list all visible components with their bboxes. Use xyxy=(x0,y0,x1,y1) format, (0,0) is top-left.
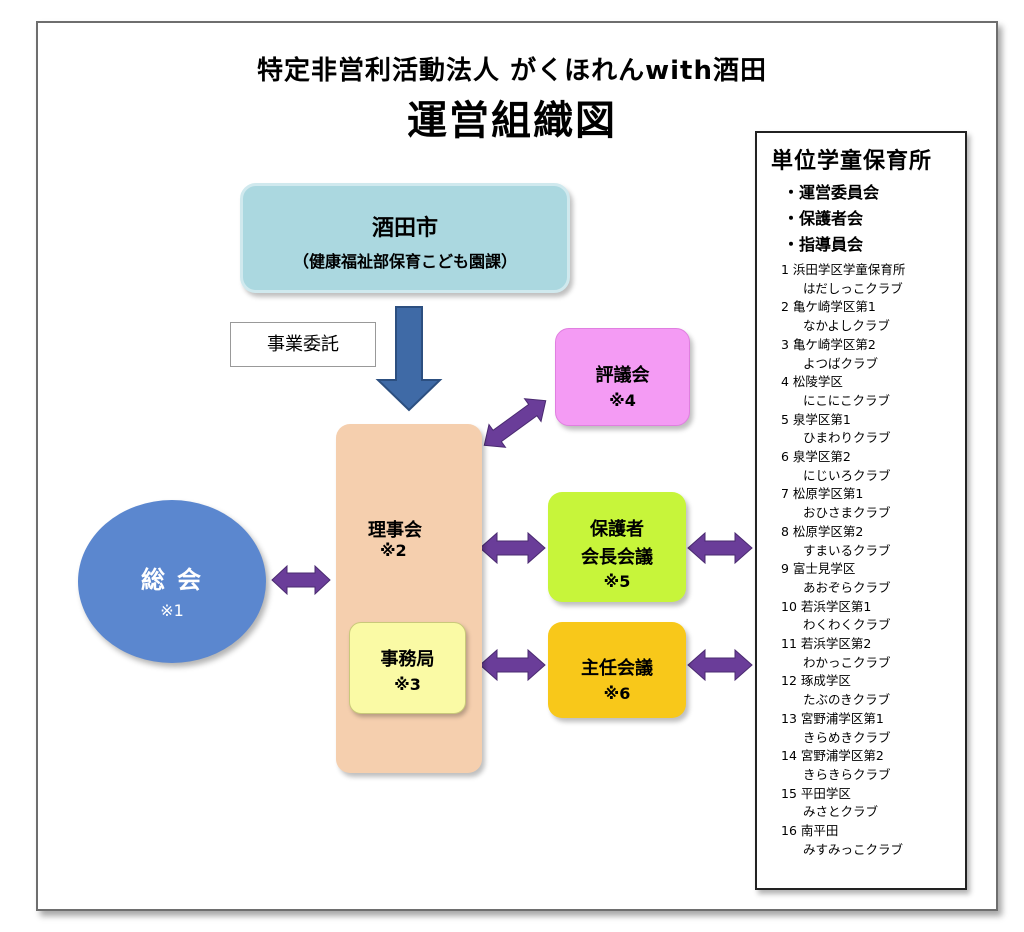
list-item: 9 富士見学区あおぞらクラブ xyxy=(781,560,966,597)
club-district: 11 若浜学区第2 xyxy=(781,636,872,652)
parents-meeting-label-2: 会長会議 xyxy=(581,547,653,568)
club-district: 15 平田学区 xyxy=(781,785,851,801)
club-name: わくわくクラブ xyxy=(803,617,891,633)
club-name: わかっこクラブ xyxy=(803,654,891,670)
double-arrow-icon-board-parents xyxy=(479,531,546,565)
club-district: 3 亀ケ崎学区第2 xyxy=(781,336,876,352)
club-name: みさとクラブ xyxy=(803,804,879,820)
secretariat-label: 事務局 xyxy=(380,649,435,670)
double-arrow-icon-general-board xyxy=(271,564,331,596)
list-item: 10 若浜学区第1 わくわくクラブ xyxy=(781,598,966,635)
list-item: 6 泉学区第2 にじいろクラブ xyxy=(781,448,966,485)
club-name: なかよしクラブ xyxy=(803,318,890,334)
council-note: ※4 xyxy=(609,391,636,410)
club-name: みすみっこクラブ xyxy=(803,841,904,857)
general-assembly-label: 総会 xyxy=(141,566,213,594)
club-list: 1 浜田学区学童保育所はだしっこクラブ 2 亀ケ崎学区第1 なかよしクラブ 3 亀… xyxy=(781,261,966,860)
chief-meeting-label: 主任会議 xyxy=(581,658,653,679)
club-name: すまいるクラブ xyxy=(803,542,891,558)
club-district: 2 亀ケ崎学区第1 xyxy=(781,299,876,315)
club-district: 1 浜田学区学童保育所 xyxy=(781,262,906,277)
club-name: きらめきクラブ xyxy=(803,729,891,745)
club-name: よつばクラブ xyxy=(803,355,879,371)
club-district: 13 宮野浦学区第1 xyxy=(781,710,884,726)
units-subitem: ・運営委員会 xyxy=(783,183,880,202)
chief-meeting-box: 主任会議 ※6 xyxy=(548,622,686,718)
commission-label: 事業委託 xyxy=(230,322,376,367)
council-label: 評議会 xyxy=(595,365,650,386)
chart-title: 運営組織図 xyxy=(407,98,617,144)
club-district: 7 松原学区第1 xyxy=(781,486,864,502)
list-item: 3 亀ケ崎学区第2 よつばクラブ xyxy=(781,336,966,373)
club-district: 12 琢成学区 xyxy=(781,673,851,689)
list-item: 15 平田学区みさとクラブ xyxy=(781,785,966,822)
club-name: おひさまクラブ xyxy=(803,505,891,521)
secretariat-box: 事務局 ※3 xyxy=(349,622,466,714)
club-name: はだしっこクラブ xyxy=(803,280,903,296)
list-item: 7 松原学区第1 おひさまクラブ xyxy=(781,485,966,522)
council-box: 評議会 ※4 xyxy=(555,328,690,426)
club-district: 16 南平田 xyxy=(781,823,839,839)
club-district: 6 泉学区第2 xyxy=(781,449,851,465)
club-district: 10 若浜学区第1 xyxy=(781,598,872,614)
chief-meeting-note: ※6 xyxy=(603,684,631,703)
list-item: 11 若浜学区第2 わかっこクラブ xyxy=(781,635,966,672)
club-district: 8 松原学区第2 xyxy=(781,523,864,539)
club-name: ひまわりクラブ xyxy=(803,430,891,446)
general-assembly-circle: 総会 ※1 xyxy=(78,500,266,663)
city-name: 酒田市 xyxy=(371,216,438,241)
club-district: 4 松陵学区 xyxy=(781,374,843,390)
double-arrow-icon-chiefs-units xyxy=(687,648,753,682)
secretariat-note: ※3 xyxy=(394,675,421,694)
general-assembly-note: ※1 xyxy=(160,601,184,620)
list-item: 8 松原学区第2 すまいるクラブ xyxy=(781,523,966,560)
list-item: 2 亀ケ崎学区第1 なかよしクラブ xyxy=(781,298,966,335)
club-district: 14 宮野浦学区第2 xyxy=(781,748,884,764)
list-item: 1 浜田学区学童保育所はだしっこクラブ xyxy=(781,261,966,298)
list-item: 13 宮野浦学区第1 きらめきクラブ xyxy=(781,710,966,747)
units-subitem: ・保護者会 xyxy=(783,209,864,228)
list-item: 5 泉学区第1 ひまわりクラブ xyxy=(781,411,966,448)
city-department: （健康福祉部保育こども園課） xyxy=(292,252,517,271)
double-arrow-icon-office-chiefs xyxy=(479,648,546,682)
club-name: きらきらクラブ xyxy=(803,766,891,782)
list-item: 14 宮野浦学区第2 きらきらクラブ xyxy=(781,747,966,784)
parents-meeting-note: ※5 xyxy=(603,572,631,591)
double-arrow-icon-parents-units xyxy=(687,531,753,565)
club-name: にじいろクラブ xyxy=(803,467,891,483)
units-heading: 単位学童保育所 xyxy=(771,149,933,174)
board-of-directors-box: 理事会 ※2 xyxy=(336,424,482,773)
double-arrow-icon-board-council xyxy=(483,398,547,448)
board-label: 理事会 xyxy=(368,520,422,541)
club-name: にこにこクラブ xyxy=(803,392,891,408)
list-item: 12 琢成学区たぶのきクラブ xyxy=(781,672,966,709)
parents-meeting-label-1: 保護者 xyxy=(590,519,644,540)
club-name: あおぞらクラブ xyxy=(803,579,891,595)
units-subitem: ・指導員会 xyxy=(783,235,864,254)
board-note: ※2 xyxy=(380,541,407,560)
org-name-title: 特定非営利活動法人 がくほれんwith酒田 xyxy=(257,56,767,86)
down-arrow-icon xyxy=(375,306,443,412)
parents-chair-meeting-box: 保護者 会長会議 ※5 xyxy=(548,492,686,602)
club-district: 5 泉学区第1 xyxy=(781,411,851,427)
list-item: 16 南平田みすみっこクラブ xyxy=(781,822,966,859)
unit-afterschool-clubs-panel: 単位学童保育所 ・運営委員会 ・保護者会 ・指導員会 1 浜田学区学童保育所はだ… xyxy=(755,131,967,890)
club-name: たぶのきクラブ xyxy=(803,692,891,708)
sakata-city-box: 酒田市 （健康福祉部保育こども園課） xyxy=(240,183,570,293)
list-item: 4 松陵学区にこにこクラブ xyxy=(781,373,966,410)
club-district: 9 富士見学区 xyxy=(781,561,856,577)
